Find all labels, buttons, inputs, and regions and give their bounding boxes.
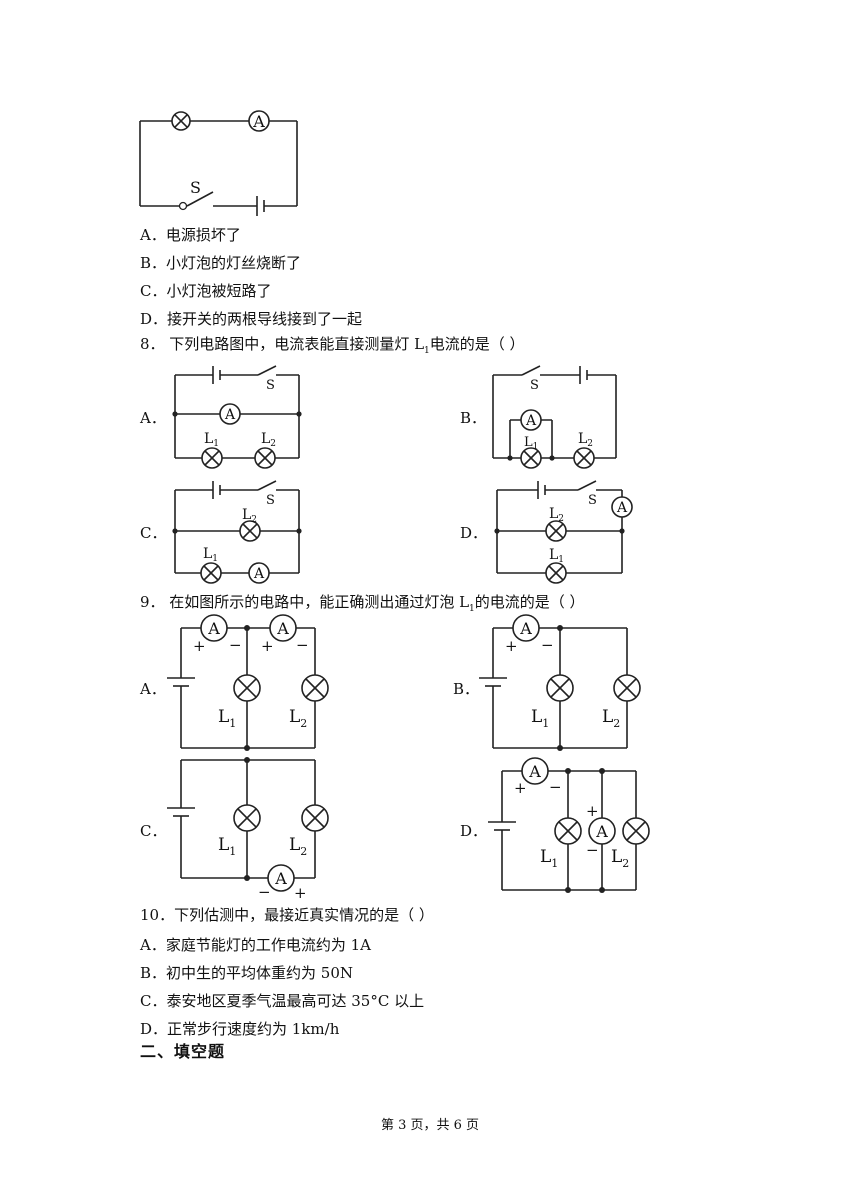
q8-question-stem: 8． 下列电路图中，电流表能直接测量灯 L1电流的是（ ） (140, 335, 525, 356)
svg-text:−: − (258, 883, 271, 901)
svg-text:L1: L1 (218, 835, 236, 858)
svg-text:A: A (253, 566, 265, 582)
svg-text:+: + (261, 637, 274, 655)
svg-text:−: − (549, 778, 562, 796)
svg-text:−: − (229, 636, 242, 654)
q7-option-c[interactable]: C．小灯泡被短路了 (140, 282, 272, 300)
lamp-icon (171, 111, 191, 131)
svg-text:+: + (294, 884, 307, 902)
lamp-l2-icon (254, 447, 276, 469)
q9-option-a-letter[interactable]: A． (140, 680, 166, 698)
switch-label: S (190, 178, 201, 197)
svg-text:−: − (541, 636, 554, 654)
svg-text:A: A (616, 500, 628, 516)
q8-option-b-letter[interactable]: B． (460, 409, 487, 427)
svg-text:L2: L2 (549, 506, 564, 524)
svg-text:+: + (514, 779, 527, 797)
svg-text:A: A (252, 112, 265, 131)
svg-text:S: S (266, 493, 275, 508)
svg-text:A: A (528, 762, 541, 781)
svg-text:L2: L2 (289, 707, 307, 730)
svg-text:L2: L2 (602, 707, 620, 730)
svg-text:L2: L2 (261, 431, 276, 449)
svg-text:+: + (193, 637, 206, 655)
q8-option-c-letter[interactable]: C． (140, 524, 167, 542)
svg-text:A: A (525, 413, 537, 429)
q8-option-d-letter[interactable]: D． (460, 524, 488, 542)
svg-text:L2: L2 (611, 847, 629, 870)
svg-text:A: A (519, 619, 532, 638)
svg-text:−: − (586, 841, 599, 859)
svg-text:L1: L1 (540, 847, 558, 870)
section-heading: 二、填空题 (140, 1042, 226, 1061)
q10-option-b[interactable]: B．初中生的平均体重约为 50N (140, 964, 354, 982)
svg-text:L2: L2 (289, 835, 307, 858)
svg-text:L1: L1 (524, 435, 538, 452)
svg-text:+: + (505, 637, 518, 655)
lamp-l1-icon (201, 447, 223, 469)
q10-option-d[interactable]: D．正常步行速度约为 1km/h (140, 1020, 340, 1038)
svg-text:A: A (224, 407, 236, 423)
q9-option-d-letter[interactable]: D． (460, 822, 488, 840)
svg-text:L1: L1 (218, 707, 236, 730)
q10-question-stem: 10．下列估测中，最接近真实情况的是（ ） (140, 906, 434, 924)
svg-text:−: − (296, 636, 309, 654)
svg-text:+: + (586, 802, 599, 820)
page-footer: 第 3 页，共 6 页 (380, 1118, 480, 1133)
q8-option-a-letter[interactable]: A． (140, 409, 166, 427)
svg-text:S: S (588, 493, 597, 508)
svg-text:L1: L1 (549, 547, 564, 565)
svg-text:L2: L2 (578, 431, 593, 449)
q7-option-a[interactable]: A．电源损坏了 (140, 226, 241, 244)
svg-text:L1: L1 (204, 431, 219, 449)
svg-text:A: A (274, 869, 287, 888)
q7-option-d[interactable]: D．接开关的两根导线接到了一起 (140, 310, 363, 328)
svg-text:A: A (207, 619, 220, 638)
svg-text:L2: L2 (242, 507, 257, 525)
svg-text:S: S (266, 378, 275, 393)
ammeter-icon: A (248, 110, 270, 132)
q10-option-c[interactable]: C．泰安地区夏季气温最高可达 35°C 以上 (140, 992, 425, 1010)
q7-option-b[interactable]: B．小灯泡的灯丝烧断了 (140, 254, 302, 272)
q9-question-stem: 9． 在如图所示的电路中，能正确测出通过灯泡 L1的电流的是（ ） (140, 593, 585, 614)
q10-option-a[interactable]: A．家庭节能灯的工作电流约为 1A (140, 936, 371, 954)
q9-option-b-letter[interactable]: B． (453, 680, 480, 698)
q9-option-c-letter[interactable]: C． (140, 822, 167, 840)
svg-text:L1: L1 (203, 546, 218, 564)
svg-text:S: S (530, 378, 539, 393)
svg-text:A: A (276, 619, 289, 638)
svg-text:L1: L1 (531, 707, 549, 730)
svg-text:A: A (595, 822, 608, 841)
